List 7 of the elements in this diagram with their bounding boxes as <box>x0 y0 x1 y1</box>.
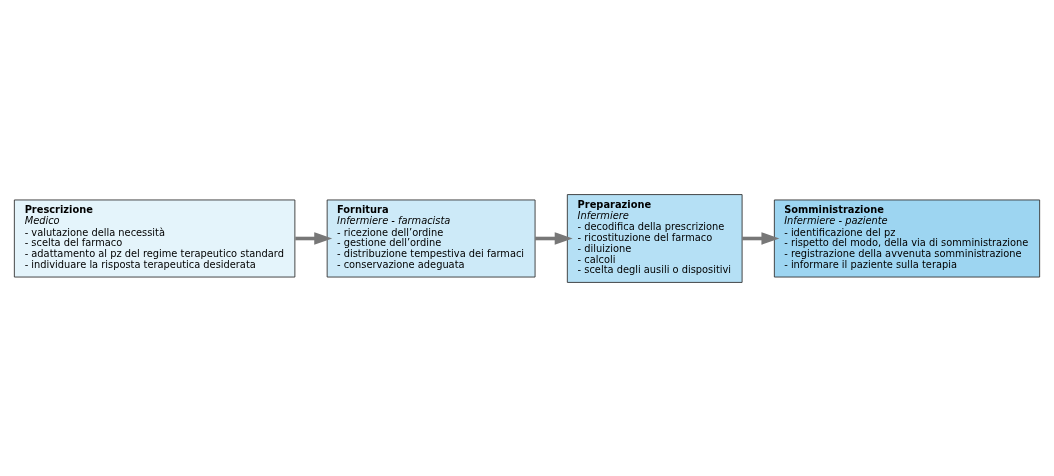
arrow <box>295 231 333 245</box>
node-box: Prescrizione Medico - valutazione della necessità - scelta del farmaco - adattamento al pz del regime terapeutico standard - individuare la risposta terapeutica desiderata <box>13 199 296 277</box>
arrow <box>742 231 780 245</box>
node-box: Preparazione Infermiere - decodifica della prescrizione - ricostituzione del farmaco - diluizione - calcoli - scelta degli ausili o dispositivi <box>566 193 743 283</box>
arrow <box>535 231 573 245</box>
node-box: Somministrazione Infermiere - paziente - identificazione del pz - rispetto del modo, della via di somministrazione - registrazione della avvenuta somministrazione - informare il paziente sulla terapia <box>773 199 1041 277</box>
node-box: Fornitura Infermiere - farmacista - ricezione dell’ordine - gestione dell’ordine - distribuzione tempestiva dei farmaci - conservazione adeguata <box>326 199 536 277</box>
